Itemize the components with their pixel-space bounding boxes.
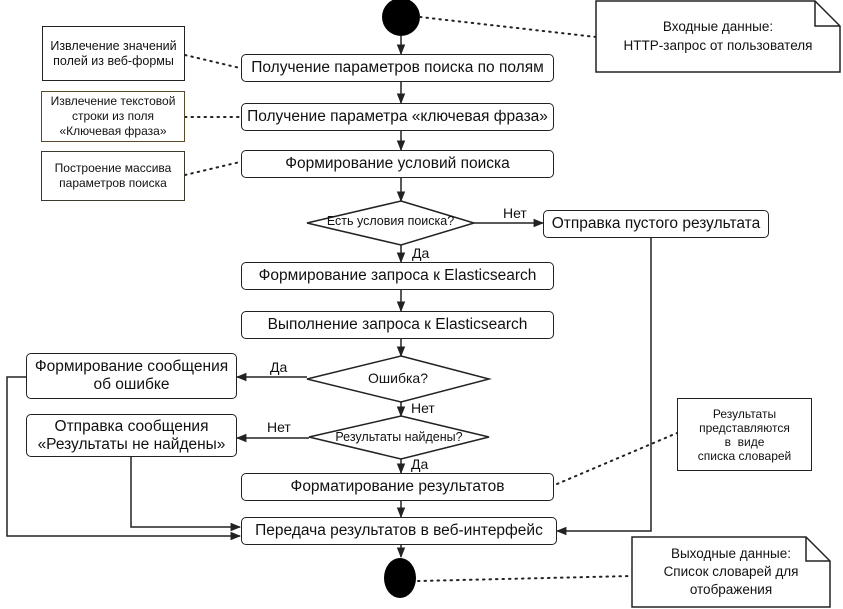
comment-results-format: Результаты представляются в виде списка … <box>677 398 812 471</box>
note-output: Выходные данные: Список словарей для ото… <box>632 545 830 599</box>
flow-arrows <box>6 36 652 559</box>
start-node <box>382 0 420 36</box>
action-build-conditions: Формирование условий поиска <box>241 150 554 178</box>
action-error-message: Формирование сообщения об ошибке <box>26 353 237 399</box>
note-input-shape <box>595 0 841 73</box>
action-send-empty-label: Отправка пустого результата <box>551 215 761 232</box>
action-not-found-message-line2: «Результаты не найдены» <box>37 435 226 453</box>
note-input: Входные данные: HTTP-запрос от пользоват… <box>596 17 840 55</box>
action-get-field-params: Получение параметров поиска по полям <box>241 54 554 82</box>
action-execute-query-label: Выполнение запроса к Elasticsearch <box>267 316 528 333</box>
edge-label-results-found-no: Нет <box>267 419 291 435</box>
note-output-line3: отображения <box>689 582 773 597</box>
action-build-query-label: Формирование запроса к Elasticsearch <box>258 267 537 284</box>
action-format-results: Форматирование результатов <box>241 473 554 501</box>
comment-extract-fields-line2: полей из веб-формы <box>53 53 174 68</box>
comment-results-format-line3: в виде <box>724 434 765 449</box>
action-error-message-line2: об ошибке <box>93 376 170 393</box>
action-build-conditions-label: Формирование условий поиска <box>285 155 510 172</box>
comment-links <box>184 16 678 582</box>
action-build-query: Формирование запроса к Elasticsearch <box>241 262 554 290</box>
end-node <box>384 558 416 598</box>
edge-label-error-yes: Да <box>270 359 288 375</box>
action-send-to-web: Передача результатов в веб-интерфейс <box>241 517 557 545</box>
action-get-field-params-label: Получение параметров поиска по полям <box>251 59 544 76</box>
decision-results-found-label: Результаты найдены? <box>335 430 463 444</box>
comment-build-array: Построение массива параметров поиска <box>41 151 185 201</box>
note-output-shape <box>631 536 831 608</box>
comment-results-format-line4: списка словарей <box>697 448 792 463</box>
comment-build-array-line1: Построение массива <box>54 161 172 175</box>
action-error-message-line1: Формирование сообщения <box>34 358 229 375</box>
action-not-found-message-line1: Отправка сообщения <box>54 417 209 435</box>
action-send-empty: Отправка пустого результата <box>543 210 769 238</box>
edge-label-has-conditions-yes: Да <box>412 245 430 261</box>
comment-extract-fields-line1: Извлечение значений <box>50 38 177 53</box>
comment-results-format-line1: Результаты <box>712 406 777 421</box>
comment-extract-keyphrase-line2: строки из поля <box>71 109 155 123</box>
decision-error-label: Ошибка? <box>368 370 428 386</box>
action-get-keyphrase-label: Получение параметра «ключевая фраза» <box>247 108 548 125</box>
note-input-line2: HTTP-запрос от пользователя <box>623 38 813 53</box>
action-not-found-message: Отправка сообщения «Результаты не найден… <box>26 414 237 457</box>
action-execute-query: Выполнение запроса к Elasticsearch <box>241 311 554 339</box>
action-send-to-web-label: Передача результатов в веб-интерфейс <box>255 522 543 539</box>
comment-extract-keyphrase: Извлечение текстовой строки из поля «Клю… <box>41 91 185 142</box>
note-output-line1: Выходные данные: <box>670 546 792 561</box>
action-get-keyphrase: Получение параметра «ключевая фраза» <box>241 103 554 131</box>
edge-label-results-found-yes: Да <box>411 456 429 472</box>
decision-has-conditions <box>306 200 477 246</box>
note-output-line2: Список словарей для <box>663 564 799 579</box>
decision-results-found <box>308 415 490 460</box>
decision-error <box>306 355 492 403</box>
edge-label-has-conditions-no: Нет <box>503 205 527 221</box>
comment-build-array-line2: параметров поиска <box>59 176 167 190</box>
comment-extract-fields: Извлечение значений полей из веб-формы <box>42 26 185 81</box>
note-input-line1: Входные данные: <box>662 19 774 34</box>
edge-label-error-no: Нет <box>411 400 435 416</box>
action-format-results-label: Форматирование результатов <box>290 478 505 495</box>
decision-has-conditions-label: Есть условия поиска? <box>326 214 455 228</box>
comment-results-format-line2: представляются <box>699 420 790 435</box>
comment-extract-keyphrase-line1: Извлечение текстовой <box>50 94 176 108</box>
comment-extract-keyphrase-line3: «Ключевая фраза» <box>59 124 167 138</box>
